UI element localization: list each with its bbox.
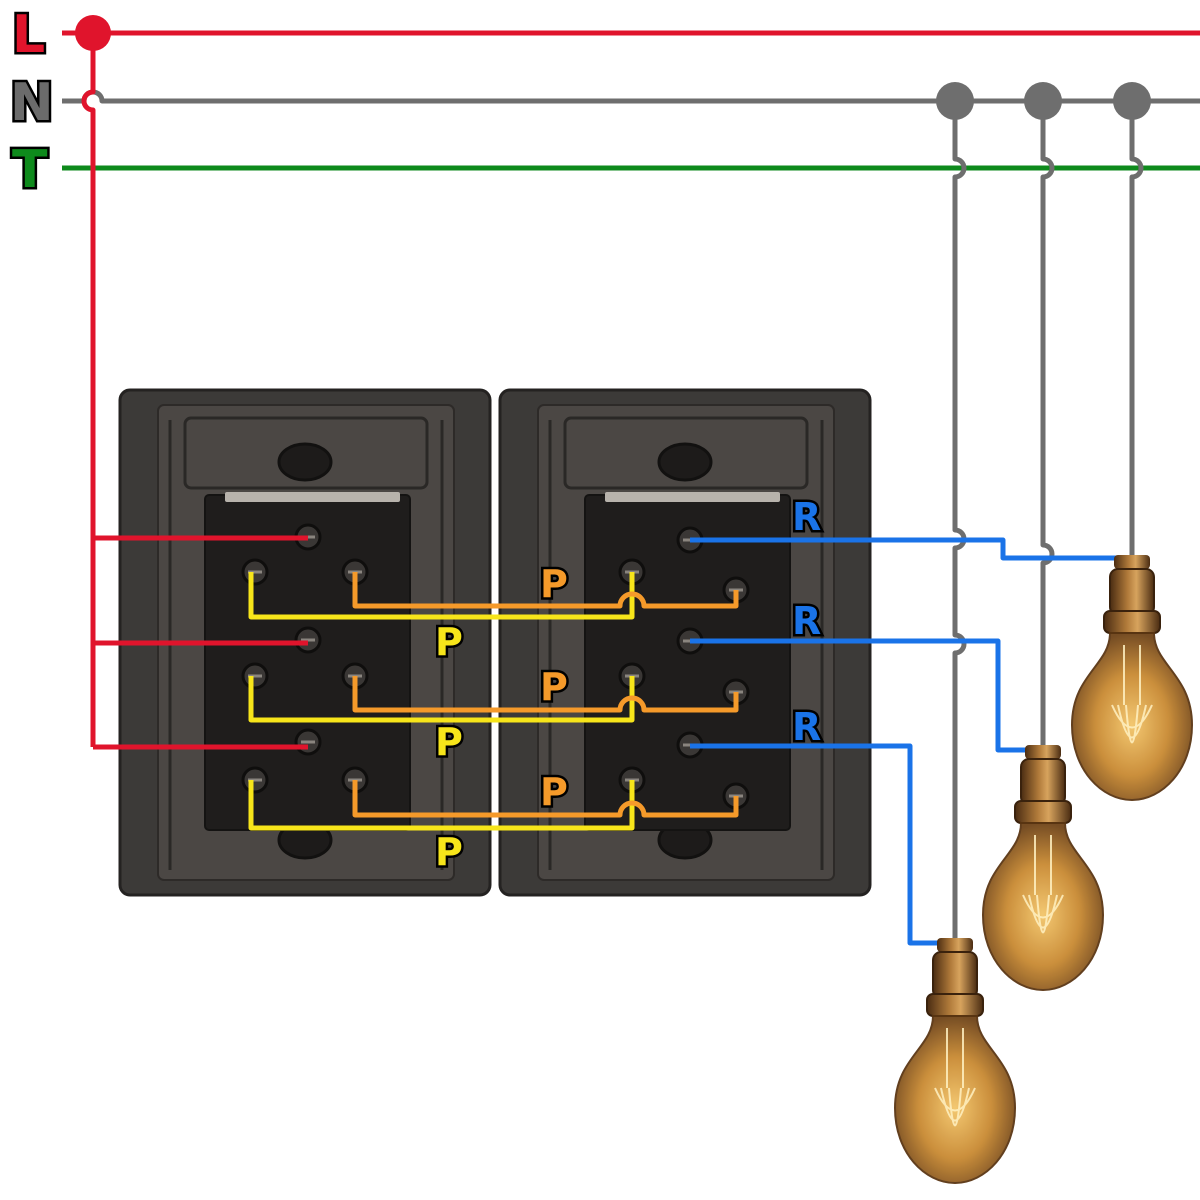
- return-wire-2: [690, 638, 1043, 753]
- screw-terminal: [241, 662, 269, 690]
- neutral-drop-lamp-3: [1129, 101, 1144, 560]
- light-bulb-icon: [981, 745, 1105, 992]
- return-wires: [690, 537, 1132, 946]
- traveler-orange-1: [352, 572, 739, 609]
- screw-terminal: [294, 626, 322, 654]
- label-p-orange-1: P: [540, 562, 568, 606]
- rail-label-line: L: [12, 5, 45, 65]
- neutral-drop-lamp-2: [1040, 101, 1055, 755]
- label-r-3: R: [792, 705, 821, 749]
- light-bulb-icon: [1070, 555, 1194, 802]
- traveler-wires: [248, 572, 739, 831]
- traveler-orange-3: [352, 780, 739, 818]
- phase-drop-wire: [81, 33, 96, 747]
- screw-terminal: [241, 766, 269, 794]
- traveler-orange-2: [352, 676, 739, 713]
- rail-label-earth: T: [12, 140, 48, 200]
- return-wire-1: [690, 537, 1132, 561]
- label-p-yellow-3: P: [435, 830, 463, 874]
- neutral-junction-dot: [1113, 82, 1151, 120]
- label-r-1: R: [792, 495, 821, 539]
- label-p-yellow-1: P: [435, 620, 463, 664]
- neutral-junction-dot: [936, 82, 974, 120]
- phase-wires: [81, 33, 308, 750]
- light-bulb-icon: [893, 938, 1017, 1185]
- screw-terminal: [294, 728, 322, 756]
- neutral-junction-dot: [1024, 82, 1062, 120]
- screw-terminal: [241, 558, 269, 586]
- right-switch-plate: [498, 388, 872, 897]
- label-p-orange-2: P: [540, 665, 568, 709]
- label-r-2: R: [792, 599, 821, 643]
- mounting-hole: [277, 442, 333, 482]
- label-p-yellow-2: P: [435, 720, 463, 764]
- return-wire-3: [690, 743, 955, 946]
- neutral-drop-lamp-1: [952, 101, 967, 945]
- label-p-orange-3: P: [540, 770, 568, 814]
- mounting-hole: [657, 442, 713, 482]
- rail-label-neutral: N: [10, 73, 54, 133]
